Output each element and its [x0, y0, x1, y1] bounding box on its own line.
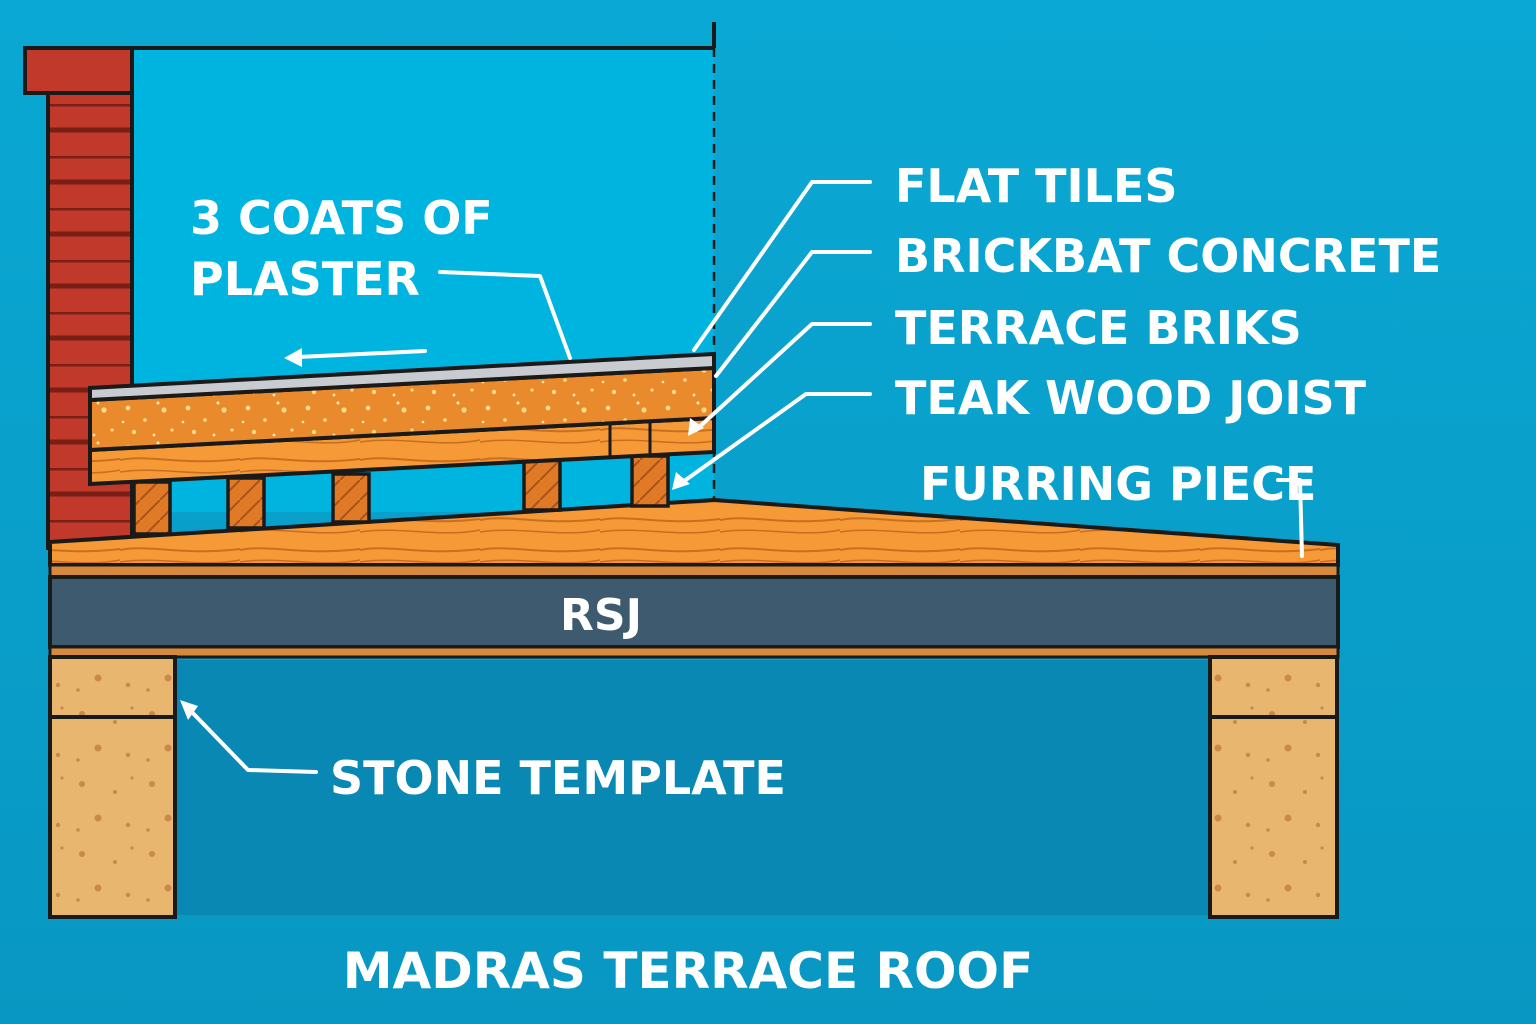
flat-tiles-layer	[88, 351, 716, 403]
label-teak-wood-joist: TEAK WOOD JOIST	[895, 371, 1367, 425]
stone-pillar-right	[1208, 715, 1339, 919]
stone-pillar-left	[48, 715, 177, 919]
teak-joist-leader	[678, 392, 872, 486]
furring-piece	[48, 497, 1340, 567]
brickbat-leader	[714, 250, 872, 378]
label-terrace-briks: TERRACE BRIKS	[895, 301, 1302, 355]
joist-block	[522, 458, 562, 512]
rsj-bottom-flange	[48, 645, 1340, 659]
rsj-beam	[48, 575, 1340, 649]
label-plaster-line2: PLASTER	[190, 252, 420, 306]
arrow-head-icon	[180, 700, 198, 720]
label-flat-tiles: FLAT TILES	[895, 159, 1178, 213]
joist-block	[630, 454, 670, 508]
joist-block	[226, 476, 266, 530]
label-plaster-line1: 3 COATS OF	[190, 191, 493, 245]
diagram-title: MADRAS TERRACE ROOF	[343, 942, 1033, 1000]
arrow-head-icon	[672, 472, 690, 490]
leader-lines	[184, 180, 1304, 774]
label-stone-template: STONE TEMPLATE	[330, 751, 786, 805]
label-furring-piece: FURRING PIECE	[920, 457, 1316, 511]
plaster-leader	[438, 270, 572, 360]
stone-template-leader	[184, 704, 318, 774]
joist-block	[132, 480, 172, 536]
stone-template-left	[48, 655, 177, 719]
under-roof-space	[175, 660, 1210, 915]
flat-tiles-leader	[692, 180, 872, 352]
furring-leader	[1276, 478, 1304, 558]
terrace-briks-leader	[694, 322, 872, 432]
brick-wall-cap	[23, 46, 134, 95]
arrowheads	[180, 348, 704, 720]
label-brickbat-concrete: BRICKBAT CONCRETE	[895, 229, 1441, 283]
stone-template-right	[1208, 655, 1339, 719]
arrow-head-icon	[284, 348, 302, 367]
label-rsj: RSJ	[560, 590, 642, 641]
plaster-direction-arrow	[296, 349, 427, 359]
joist-block	[331, 472, 371, 524]
arrow-head-icon	[688, 418, 704, 436]
